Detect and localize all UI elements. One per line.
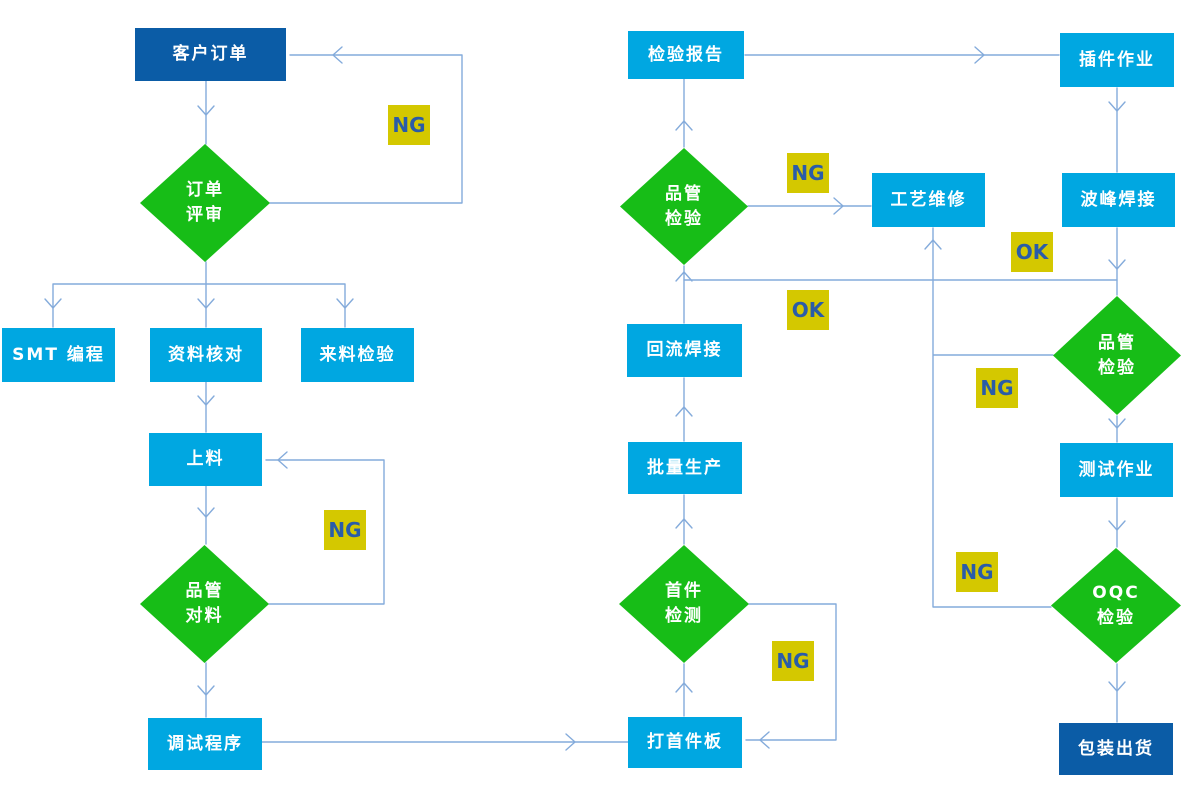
edge-label-ng-qc-smt: NG <box>787 153 829 193</box>
edge-label-ng-qc-dip: NG <box>976 368 1018 408</box>
edge-label-ng-material-check: NG <box>324 510 366 550</box>
node-reflow-soldering: 回流焊接 <box>627 324 742 377</box>
node-inspection-report: 检验报告 <box>628 31 744 79</box>
node-first-board: 打首件板 <box>628 717 742 768</box>
edge-label-ok-reflow: OK <box>787 290 829 330</box>
node-loading: 上料 <box>149 433 262 486</box>
node-customer-order: 客户订单 <box>135 28 286 81</box>
node-packing-shipping: 包装出货 <box>1059 723 1173 775</box>
node-process-repair: 工艺维修 <box>872 173 985 227</box>
edge-label-ng-first-article: NG <box>772 641 814 681</box>
edge-label-ok-wave: OK <box>1011 232 1053 272</box>
node-smt-programming: SMT 编程 <box>2 328 115 382</box>
node-wave-soldering: 波峰焊接 <box>1062 173 1175 227</box>
node-debug-program: 调试程序 <box>148 718 262 770</box>
node-incoming-inspection: 来料检验 <box>301 328 414 382</box>
edge-label-ng-order-review: NG <box>388 105 430 145</box>
node-thru-hole-assembly: 插件作业 <box>1060 33 1174 87</box>
node-data-check: 资料核对 <box>150 328 262 382</box>
edge-label-ng-oqc: NG <box>956 552 998 592</box>
node-mass-production: 批量生产 <box>628 442 742 494</box>
node-testing: 测试作业 <box>1060 443 1173 497</box>
